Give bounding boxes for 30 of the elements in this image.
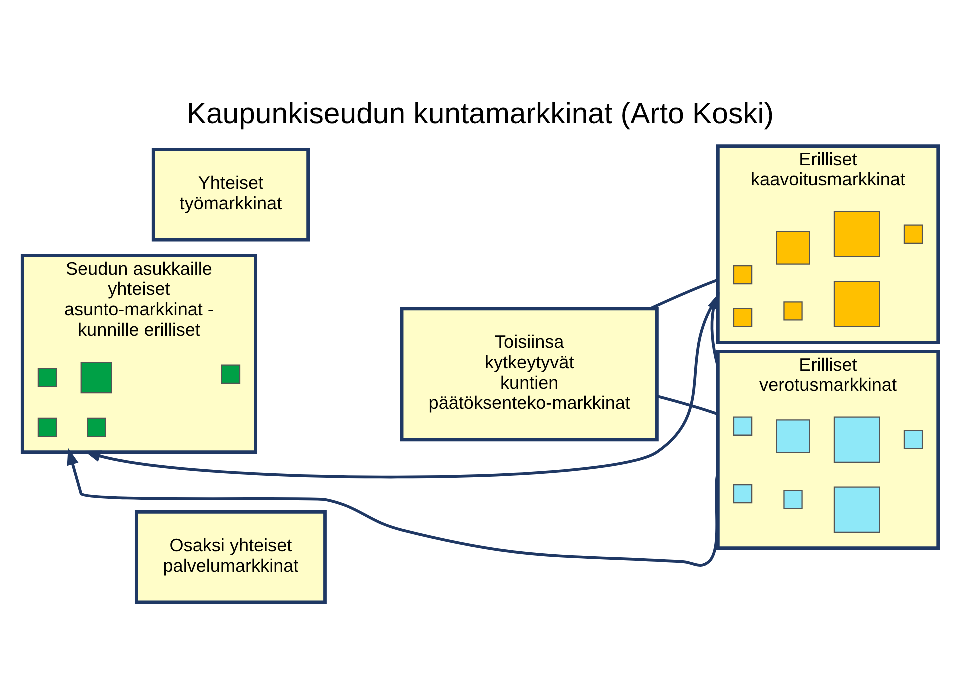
node-box	[37, 417, 57, 437]
node-box	[783, 301, 802, 320]
cluster: Seudun asukkaille yhteiset asunto-markkinat - kunnille erilliset	[20, 254, 257, 454]
node-box	[903, 430, 923, 449]
node-box	[783, 490, 802, 509]
node-box	[833, 280, 880, 328]
node-box	[732, 416, 752, 436]
node-box	[833, 210, 880, 258]
node-box	[833, 486, 880, 533]
node-box	[37, 368, 57, 387]
node-box: Yhteiset työmarkkinat	[151, 148, 310, 242]
arrow	[708, 292, 720, 367]
node-box	[776, 230, 810, 264]
node-box	[776, 419, 810, 453]
node-box	[833, 416, 880, 463]
node-box: Osaksi yhteiset palvelumarkkinat	[134, 510, 326, 604]
node-box	[86, 417, 106, 437]
connector	[656, 394, 718, 416]
node-box	[903, 224, 923, 244]
cluster: Erilliset kaavoitusmarkkinat	[716, 144, 940, 344]
node-box	[732, 264, 752, 284]
diagram-title: Kaupunkiseudun kuntamarkkinat (Arto Koski)	[186, 97, 774, 130]
cluster: Erilliset verotusmarkkinat	[716, 350, 940, 550]
node-box	[732, 484, 752, 504]
node-box: Toisiinsa kytkeytyvät kuntien päätöksenteko-markkinat	[400, 306, 658, 442]
node-box	[732, 308, 752, 328]
node-box	[80, 361, 112, 394]
node-box	[220, 364, 240, 384]
arrow	[66, 448, 720, 566]
connector	[649, 278, 718, 310]
